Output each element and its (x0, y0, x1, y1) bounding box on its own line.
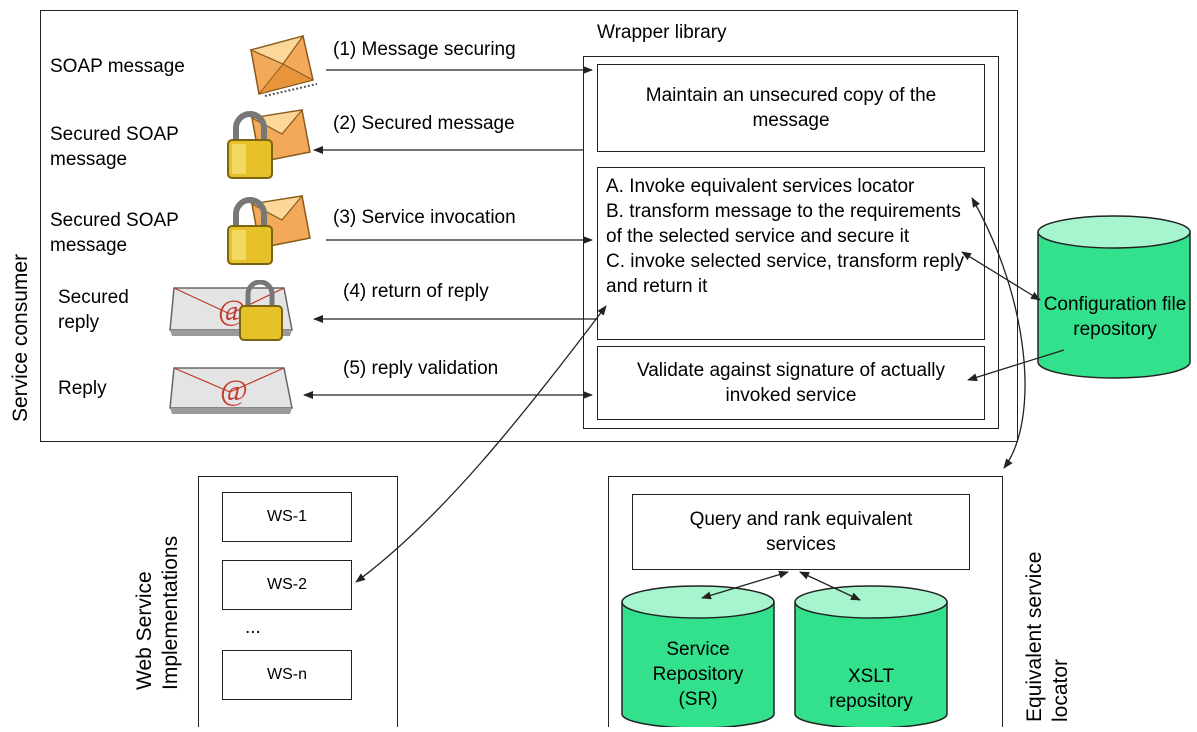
step-b: B. transform message to the requirements… (606, 201, 961, 247)
service-repo-label: Service Repository (SR) (652, 639, 744, 710)
svg-text:@: @ (220, 374, 248, 407)
row3-arrow-label: (3) Service invocation (333, 207, 516, 228)
row2-arrow-label: (2) Secured message (333, 113, 515, 134)
locked-email-icon: @ (168, 279, 298, 342)
validate-box: Validate against signature of actually i… (597, 346, 985, 420)
envelope-icon (245, 30, 325, 100)
unsecured-copy-box: Maintain an unsecured copy of the messag… (597, 64, 985, 152)
row5-left-label: Reply (58, 378, 107, 399)
ws-ellipsis: ... (245, 617, 261, 638)
locked-envelope-icon-2 (222, 190, 312, 270)
web-services-label: Web Service Implementations (133, 535, 182, 690)
step-a: A. Invoke equivalent services locator (606, 176, 915, 197)
service-consumer-label: Service consumer (9, 253, 32, 422)
locator-label: Equivalent service locator (1023, 551, 1072, 722)
config-repo-cylinder (1036, 214, 1192, 380)
locked-envelope-icon (222, 104, 312, 184)
row4-arrow-label: (4) return of reply (343, 281, 489, 302)
ws-item-n: WS-n (222, 650, 352, 700)
row3-left-label: Secured SOAP message (50, 210, 179, 256)
row2-left-label: Secured SOAP message (50, 124, 179, 170)
row1-left-label: SOAP message (50, 56, 185, 77)
steps-box: A. Invoke equivalent services locator B.… (597, 167, 985, 340)
query-rank-box: Query and rank equivalent services (632, 494, 970, 570)
ws-item-2: WS-2 (222, 560, 352, 610)
ws-item-1: WS-1 (222, 492, 352, 542)
row5-arrow-label: (5) reply validation (343, 358, 499, 379)
row4-left-label: Secured reply (58, 287, 129, 333)
step-c: C. invoke selected service, transform re… (606, 251, 964, 297)
row1-arrow-label: (1) Message securing (333, 39, 516, 60)
email-icon: @ (168, 360, 298, 420)
xslt-repo-label: XSLT repository (829, 666, 913, 712)
config-repo-label: Configuration file repository (1043, 294, 1187, 340)
wrapper-library-title: Wrapper library (597, 22, 727, 43)
